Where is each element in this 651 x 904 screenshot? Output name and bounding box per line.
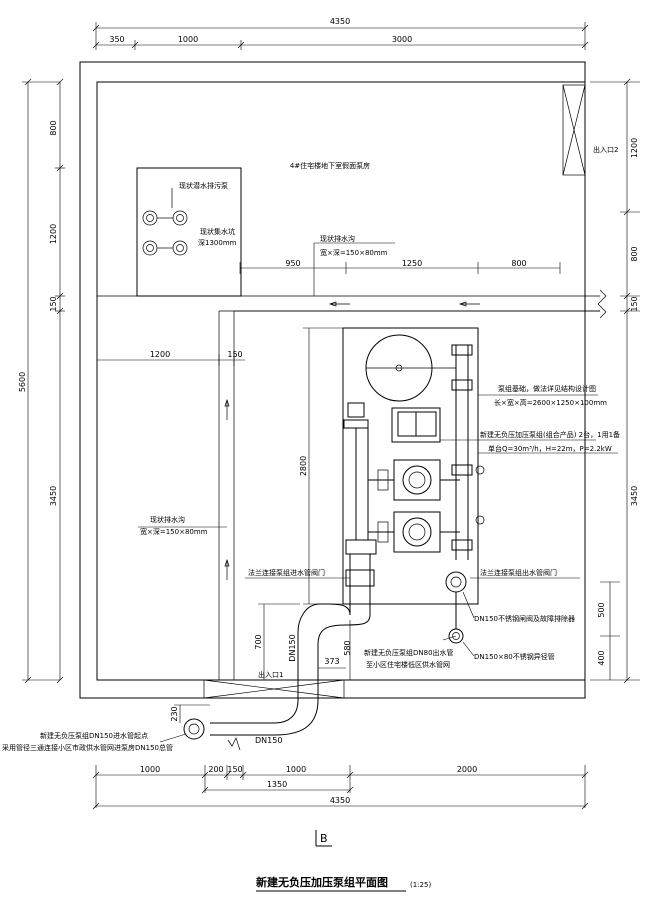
filter-label: DN150不锈钢闸阀及故障排除器	[474, 614, 575, 623]
dim-inner-230: 230	[170, 706, 179, 721]
outlet-pipe-label: 新建无负压泵组DN80出水管	[364, 648, 454, 657]
dim-top-3000: 3000	[392, 35, 412, 44]
drawing-scale: (1:25)	[410, 881, 431, 889]
dim-top-1000: 1000	[178, 35, 198, 44]
dim-inner-373: 373	[324, 657, 339, 666]
dn150-horizontal-label: DN150	[255, 736, 282, 745]
dim-inner-700: 700	[254, 634, 263, 649]
room-name: 4#住宅楼地下室假面泵房	[290, 161, 370, 170]
inlet-valve-label: 法兰连接泵组进水管阀门	[248, 568, 325, 577]
sewage-pump-label: 现状潜水排污泵	[179, 181, 228, 190]
dim-bottom-1350: 1350	[267, 780, 287, 789]
dim-top-350: 350	[109, 35, 124, 44]
inlet-dimensions	[174, 603, 351, 751]
drawing-title: 新建无负压加压泵组平面图	[256, 875, 388, 889]
inner-1200-dimension	[97, 354, 245, 366]
dim-right-3450: 3450	[630, 486, 639, 506]
pipe-leaders	[159, 577, 580, 743]
dim-right-800: 800	[630, 246, 639, 261]
outlet-valve-label: 法兰连接泵组出水管阀门	[480, 568, 557, 577]
dim-bottom-200: 200	[208, 765, 223, 774]
pump-set	[343, 344, 485, 560]
sump-depth-label: 深1300mm	[198, 238, 237, 247]
dim-right-150: 150	[630, 296, 639, 311]
exit2-label: 出入口2	[593, 145, 618, 154]
right-dimension-lines	[590, 78, 640, 684]
section-mark	[315, 830, 332, 847]
dim-inner-950: 950	[285, 259, 300, 268]
pump-set-params: 单台Q=30m³/h，H=22m，P=2.2kW	[488, 444, 612, 453]
dim-inner-1250: 1250	[402, 259, 422, 268]
dim-top-total: 4350	[330, 17, 350, 26]
top-dimension-lines	[92, 22, 589, 50]
riser-label: DN150×80不锈钢异径管	[474, 652, 555, 661]
drainage-trench	[97, 242, 607, 680]
dim-bottom-1000a: 1000	[140, 765, 160, 774]
trench-left-size: 宽×深=150×80mm	[140, 527, 208, 536]
dim-bottom-1000b: 1000	[286, 765, 306, 774]
dim-right-500: 500	[597, 602, 606, 617]
inlet-start-label-2: 采用管径三通连接小区市政供水管网进泵房DN150总管	[2, 743, 173, 752]
dim-inner-150: 150	[227, 350, 242, 359]
trench-top-size: 宽×深=150×80mm	[320, 248, 388, 257]
exit1-doorway	[203, 679, 345, 699]
pump-set-title: 新建无负压加压泵组(组合产品) 2台，1用1备	[480, 430, 620, 439]
dim-bottom-150: 150	[227, 765, 242, 774]
pump-base-size: 长×宽×高=2600×1250×100mm	[494, 398, 607, 407]
dim-bottom-2000: 2000	[457, 765, 477, 774]
dim-inner-2800: 2800	[299, 456, 308, 476]
pressure-tank	[365, 334, 433, 402]
dim-right-1200: 1200	[630, 138, 639, 158]
outlet-pipe-label-2: 至小区住宅楼低区供水管网	[366, 660, 450, 669]
dim-left-3450: 3450	[49, 486, 58, 506]
dim-inner-800: 800	[511, 259, 526, 268]
section-mark-label: B	[320, 832, 328, 845]
pump-base-title: 泵组基础，做法详见结构设计图	[498, 384, 596, 393]
dim-inner-580: 580	[343, 640, 352, 655]
bottom-dimension-lines	[92, 765, 589, 810]
pump-set-leaders	[440, 394, 618, 454]
trench-top-title: 现状排水沟	[320, 234, 355, 243]
dim-left-150: 150	[49, 296, 58, 311]
dn150-vertical-label: DN150	[288, 634, 297, 661]
inlet-start-label-1: 新建无负压泵组DN150进水管起点	[40, 731, 148, 740]
trench-left-title: 现状排水沟	[150, 515, 185, 524]
dim-left-800: 800	[49, 120, 58, 135]
left-dimension-lines	[22, 78, 65, 684]
dim-left-1200: 1200	[49, 224, 58, 244]
room-walls	[79, 61, 586, 699]
exit1-label: 出入口1	[258, 670, 283, 679]
dim-inner-1200: 1200	[150, 350, 170, 359]
exit2-doorway	[562, 84, 586, 176]
dim-right-400: 400	[597, 650, 606, 665]
dim-left-total: 5600	[18, 372, 27, 392]
outlet-pipe	[445, 571, 467, 644]
sump-pit-label: 现状集水坑	[200, 227, 235, 236]
dim-bottom-total: 4350	[330, 796, 350, 805]
